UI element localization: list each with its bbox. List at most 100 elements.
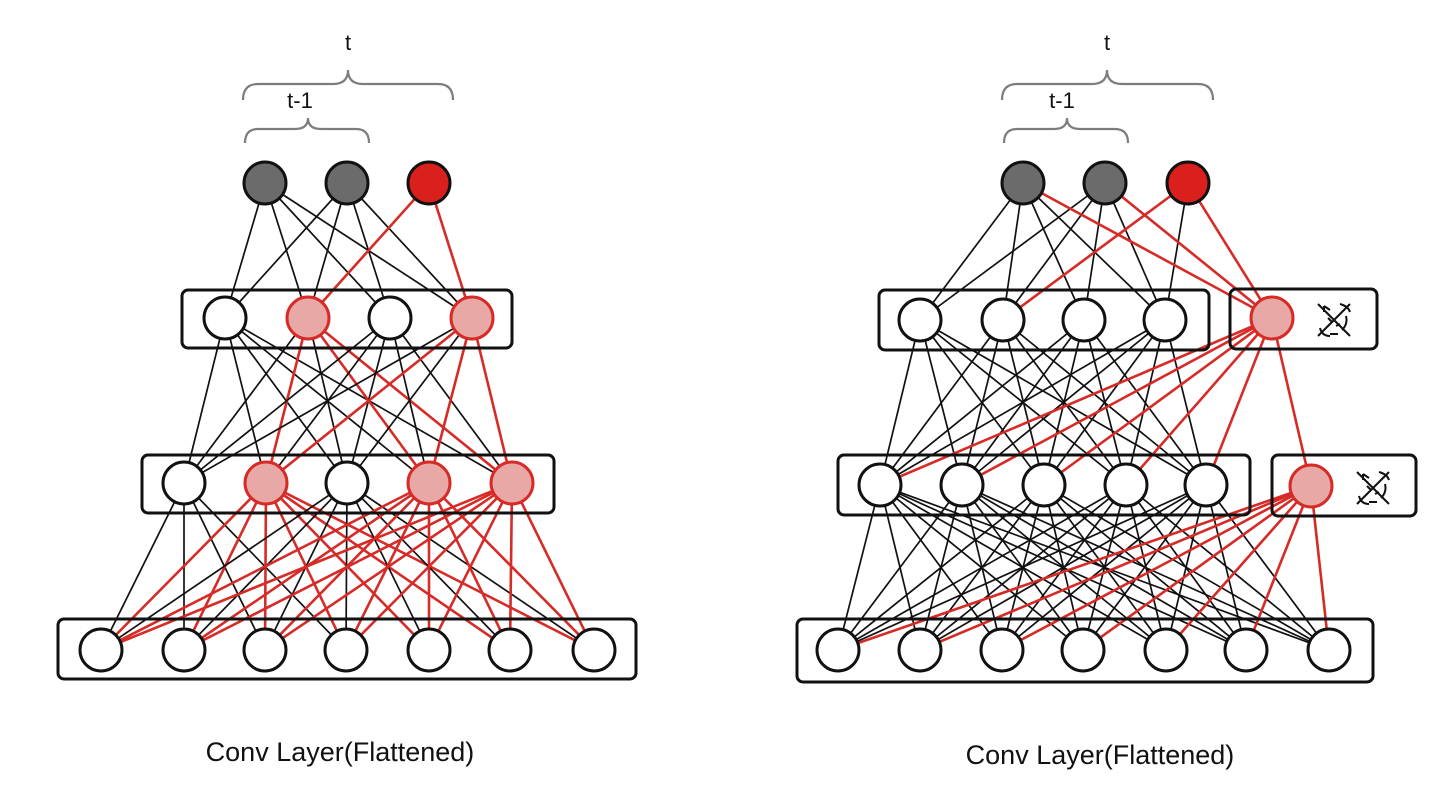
output-node-past xyxy=(324,160,370,206)
brace-t xyxy=(241,69,455,101)
output-node-current xyxy=(1165,160,1211,206)
hidden2-node xyxy=(489,460,535,506)
input-node xyxy=(242,627,288,673)
time-braces-right: t t-1 xyxy=(1000,30,1215,144)
edge xyxy=(1082,484,1207,651)
brace-t xyxy=(1000,69,1215,101)
input-node xyxy=(815,627,861,673)
input-node xyxy=(161,627,207,673)
input-node xyxy=(323,627,369,673)
edge-highlight xyxy=(1270,317,1313,487)
input-node xyxy=(1223,627,1269,673)
output-node-past xyxy=(1082,160,1128,206)
layer-boxes-right xyxy=(795,287,1418,684)
edge xyxy=(879,319,1004,486)
hidden-layer-2-box xyxy=(140,453,556,515)
hidden2-node xyxy=(324,460,370,506)
label-t: t xyxy=(345,30,351,55)
edge xyxy=(224,182,266,319)
edge-highlight xyxy=(100,481,430,652)
layer-boxes-left xyxy=(56,288,638,681)
input-node xyxy=(571,627,617,673)
hidden2-node xyxy=(857,462,903,508)
hidden1-node xyxy=(897,297,943,343)
edge xyxy=(224,182,348,319)
edge xyxy=(961,319,1166,486)
brace-t-minus-1 xyxy=(243,117,371,144)
edge-highlight xyxy=(265,316,473,485)
edge-highlight xyxy=(183,481,513,652)
edge xyxy=(879,319,1085,486)
panel-original-network: t t-1 Conv Layer(Flattened) xyxy=(56,30,638,767)
input-layer-box xyxy=(56,617,638,681)
hidden2-node xyxy=(1103,462,1149,508)
edge xyxy=(1164,319,1207,486)
output-node-past xyxy=(1000,160,1046,206)
edge-highlight xyxy=(470,317,514,484)
edge-highlight xyxy=(1309,485,1331,651)
edge xyxy=(1125,319,1166,486)
hidden1-node xyxy=(449,295,495,341)
edge xyxy=(837,484,1045,651)
crossed-arrows-icon xyxy=(1317,303,1351,337)
hidden1-node xyxy=(980,297,1026,343)
output-node-current xyxy=(406,160,452,206)
nodes-right xyxy=(815,160,1390,673)
edge xyxy=(879,319,1166,486)
crossed-arrows-icon xyxy=(1356,471,1390,505)
input-node xyxy=(1306,627,1352,673)
hidden1-node xyxy=(1142,297,1188,343)
input-node xyxy=(78,627,124,673)
hidden-layer-2-box xyxy=(836,453,1252,517)
edge xyxy=(346,182,473,319)
hidden2-node xyxy=(161,460,207,506)
edge xyxy=(307,182,348,319)
nodes-left xyxy=(78,160,617,673)
edge-highlight xyxy=(837,484,1312,652)
edge xyxy=(837,484,1207,651)
hidden-layer-1-box xyxy=(180,288,514,350)
edge xyxy=(919,182,1106,321)
hidden2-node xyxy=(243,460,289,506)
brace-t-minus-1 xyxy=(1002,117,1130,144)
edge xyxy=(1002,182,1106,321)
edge xyxy=(1125,484,1167,651)
edge xyxy=(1043,319,1166,486)
edge-highlight xyxy=(100,482,267,651)
time-braces-left: t t-1 xyxy=(241,30,455,144)
edge xyxy=(1104,182,1166,321)
edge-highlight xyxy=(510,482,596,651)
edges-left xyxy=(100,182,596,652)
edge-highlight xyxy=(1022,181,1273,320)
input-node xyxy=(897,627,943,673)
edge-highlight xyxy=(307,182,430,319)
added-unit-2-box xyxy=(1270,453,1418,518)
caption-right: Conv Layer(Flattened) xyxy=(966,740,1235,770)
edge-highlight xyxy=(1104,181,1273,320)
added-unit-1-node xyxy=(1249,295,1295,341)
edge-highlight xyxy=(879,316,1273,487)
edge xyxy=(837,484,881,651)
hidden2-node xyxy=(1183,462,1229,508)
edge-highlight xyxy=(264,481,513,652)
hidden2-node xyxy=(406,460,452,506)
edge xyxy=(919,484,1207,651)
edge-highlight xyxy=(1165,485,1312,651)
edge xyxy=(837,484,963,651)
edge-highlight xyxy=(100,481,513,652)
input-node xyxy=(1060,627,1106,673)
hidden1-node xyxy=(1061,297,1107,343)
input-node xyxy=(979,627,1025,673)
hidden-layer-1-box xyxy=(877,288,1211,352)
edge-highlight xyxy=(1043,316,1273,487)
edge-highlight xyxy=(1186,182,1274,319)
hidden1-node xyxy=(285,295,331,341)
input-layer-box xyxy=(795,617,1375,684)
hidden2-node xyxy=(1021,462,1067,508)
label-t-minus-1: t-1 xyxy=(287,88,313,113)
hidden2-node xyxy=(939,462,985,508)
edge xyxy=(1164,182,1189,321)
edge xyxy=(837,484,1127,651)
input-node xyxy=(1143,627,1189,673)
hidden1-node xyxy=(367,295,413,341)
